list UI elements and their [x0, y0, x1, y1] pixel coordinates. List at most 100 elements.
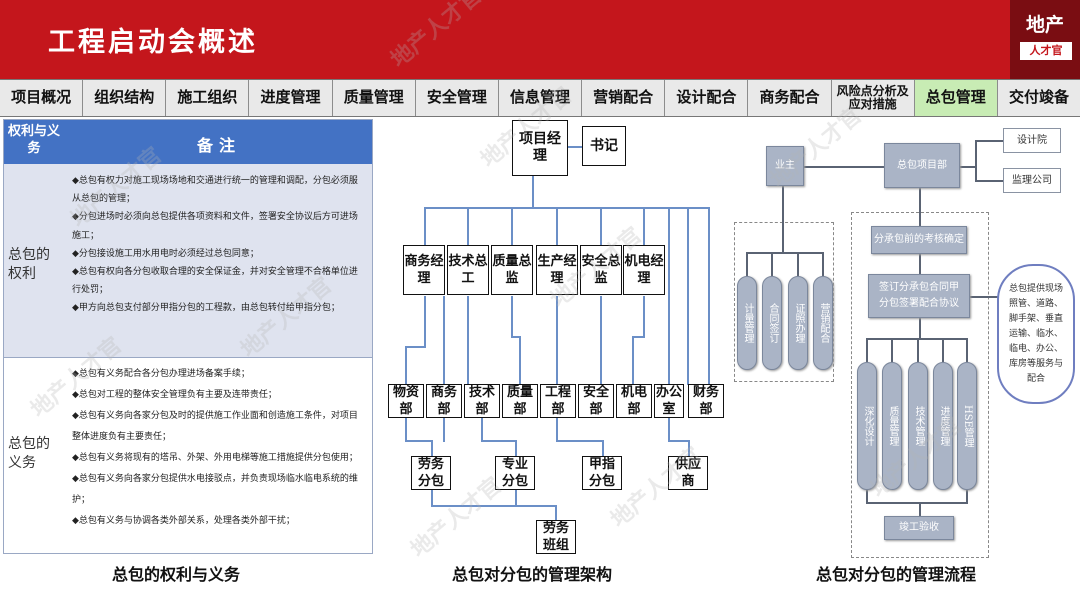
tab-marketing[interactable]: 营销配合: [582, 80, 666, 116]
flow-box-supervisor: 监理公司: [1003, 168, 1061, 193]
table-header: 权利与义务 备注: [4, 120, 372, 164]
connector-line: [600, 296, 602, 384]
connector-line: [632, 336, 645, 338]
flow-item-contract: 合同签订: [762, 276, 782, 370]
connector-line: [917, 338, 919, 362]
list-item: ◆甲方向总包支付部分甲指分包的工程款，由总包转付给甲指分包；: [72, 303, 340, 314]
list-item: ◆总包有权力对施工现场场地和交通进行统一的管理和调配，分包必须服从总包的管理；: [72, 176, 358, 205]
connector-line: [960, 166, 976, 168]
tab-design[interactable]: 设计配合: [665, 80, 749, 116]
page-title: 工程启动会概述: [48, 27, 258, 58]
flow-item-quality: 质量管理: [882, 362, 902, 490]
connector-line: [975, 140, 1003, 142]
tab-schedule[interactable]: 进度管理: [249, 80, 333, 116]
connector-line: [405, 346, 426, 348]
row-label-rights: 总包的权利: [8, 247, 50, 282]
connector-line: [797, 252, 799, 276]
tab-quality[interactable]: 质量管理: [332, 80, 416, 116]
connector-line: [966, 490, 968, 502]
box-safety-director: 安全总监: [580, 245, 622, 295]
connector-line: [866, 490, 868, 502]
connector-line: [771, 252, 773, 276]
box-labor-team: 劳务班组: [536, 520, 576, 554]
flow-item-deepening-design: 深化设计: [857, 362, 877, 490]
connector-line: [919, 502, 921, 516]
connector-line: [822, 252, 824, 276]
connector-line: [511, 207, 513, 245]
tab-project-overview[interactable]: 项目概况: [0, 80, 84, 116]
connector-line: [424, 207, 426, 245]
list-item: ◆总包对工程的整体安全管理负有主要及连带责任；: [72, 390, 277, 400]
tab-org-structure[interactable]: 组织结构: [83, 80, 167, 116]
rights-duties-table: 权利与义务 备注 总包的权利 ◆总包有权力对施工现场场地和交通进行统一的管理和调…: [3, 119, 373, 554]
flow-item-permits: 证照办理: [788, 276, 808, 370]
connector-line: [515, 440, 517, 456]
connector-line: [708, 207, 710, 385]
table-row-duties: 总包的义务 ◆总包有义务配合各分包办理进场备案手续； ◆总包对工程的整体安全管理…: [4, 358, 372, 553]
tab-general-contract[interactable]: 总包管理: [914, 80, 998, 116]
tab-safety[interactable]: 安全管理: [415, 80, 499, 116]
list-item: ◆总包有义务与协调各类外部关系，处理各类外部干扰；: [72, 516, 295, 526]
connector-line: [804, 166, 884, 168]
connector-line: [746, 252, 824, 254]
connector-line: [919, 188, 921, 226]
tab-risk[interactable]: 风险点分析及应对措施: [831, 80, 915, 116]
connector-line: [966, 338, 968, 362]
box-project-manager: 项目经理: [512, 120, 568, 176]
connector-line: [443, 418, 445, 442]
list-item: ◆分包接设施工用水用电时必须经过总包同意；: [72, 248, 259, 259]
section-tabs: 项目概况 组织结构 施工组织 进度管理 质量管理 安全管理 信息管理 营销配合 …: [0, 79, 1080, 117]
box-dept-materials: 物资部: [388, 384, 424, 418]
connector-line: [556, 296, 558, 384]
connector-line: [919, 254, 921, 274]
connector-line: [467, 296, 469, 384]
tab-business[interactable]: 商务配合: [748, 80, 832, 116]
flow-item-hse: HSE管理: [957, 362, 977, 490]
connector-line: [688, 440, 690, 456]
flow-item-marketing: 营销配合: [813, 276, 833, 370]
dashed-group-owner: [734, 222, 834, 382]
connector-line: [668, 207, 670, 385]
logo-text-top: 地产: [1025, 14, 1064, 36]
box-dept-engineering: 工程部: [540, 384, 576, 418]
flow-note-services: 总包提供现场照管、道路、脚手架、垂直运输、临水、临电、办公、库房等服务与配合: [997, 264, 1075, 404]
flow-item-technical: 技术管理: [908, 362, 928, 490]
connector-line: [511, 336, 521, 338]
box-quality-director: 质量总监: [491, 245, 533, 295]
box-secretary: 书记: [582, 126, 626, 166]
connector-line: [970, 296, 998, 298]
connector-line: [866, 338, 868, 362]
flow-box-sign-contract: 签订分承包合同甲分包签署配合协议: [868, 274, 970, 318]
box-dept-safety: 安全部: [578, 384, 614, 418]
connector-line: [746, 252, 748, 276]
connector-line: [511, 296, 513, 336]
connector-line: [600, 207, 602, 245]
box-production-manager: 生产经理: [536, 245, 578, 295]
list-item: ◆分包进场时必须向总包提供各项资料和文件，签署安全协议后方可进场施工；: [72, 212, 358, 241]
tab-delivery[interactable]: 交付竣备: [997, 80, 1080, 116]
flow-box-pre-assessment: 分承包前的考核确定: [871, 226, 967, 254]
connector-line: [668, 207, 710, 209]
list-item: ◆总包有义务配合各分包办理进场备案手续；: [72, 369, 250, 379]
box-labor-subcontract: 劳务分包: [411, 456, 451, 490]
connector-line: [602, 440, 604, 456]
flow-box-project-dept: 总包项目部: [884, 143, 960, 188]
box-owner-designated-subcontract: 甲指分包: [582, 456, 622, 490]
connector-line: [515, 490, 517, 506]
caption-management-flow: 总包对分包的管理流程: [816, 565, 977, 584]
connector-line: [668, 418, 670, 440]
list-item: ◆总包有义务向各家分包提供水电接驳点，并负责现场临水临电系统的维护；: [72, 474, 358, 505]
box-specialty-subcontract: 专业分包: [495, 456, 535, 490]
box-mep-manager: 机电经理: [623, 245, 665, 295]
box-dept-mep: 机电部: [616, 384, 652, 418]
brand-logo: 地产 人才官: [1010, 0, 1080, 79]
connector-line: [467, 207, 469, 245]
tab-construction-org[interactable]: 施工组织: [166, 80, 250, 116]
box-dept-technical: 技术部: [464, 384, 500, 418]
tab-information[interactable]: 信息管理: [498, 80, 583, 116]
flow-item-metering: 计量管理: [737, 276, 757, 370]
connector-line: [405, 346, 407, 384]
caption-org-structure: 总包对分包的管理架构: [452, 565, 613, 584]
duties-list: ◆总包有义务配合各分包办理进场备案手续； ◆总包对工程的整体安全管理负有主要及连…: [72, 364, 366, 532]
table-row-rights: 总包的权利 ◆总包有权力对施工现场场地和交通进行统一的管理和调配，分包必须服从总…: [4, 164, 372, 358]
